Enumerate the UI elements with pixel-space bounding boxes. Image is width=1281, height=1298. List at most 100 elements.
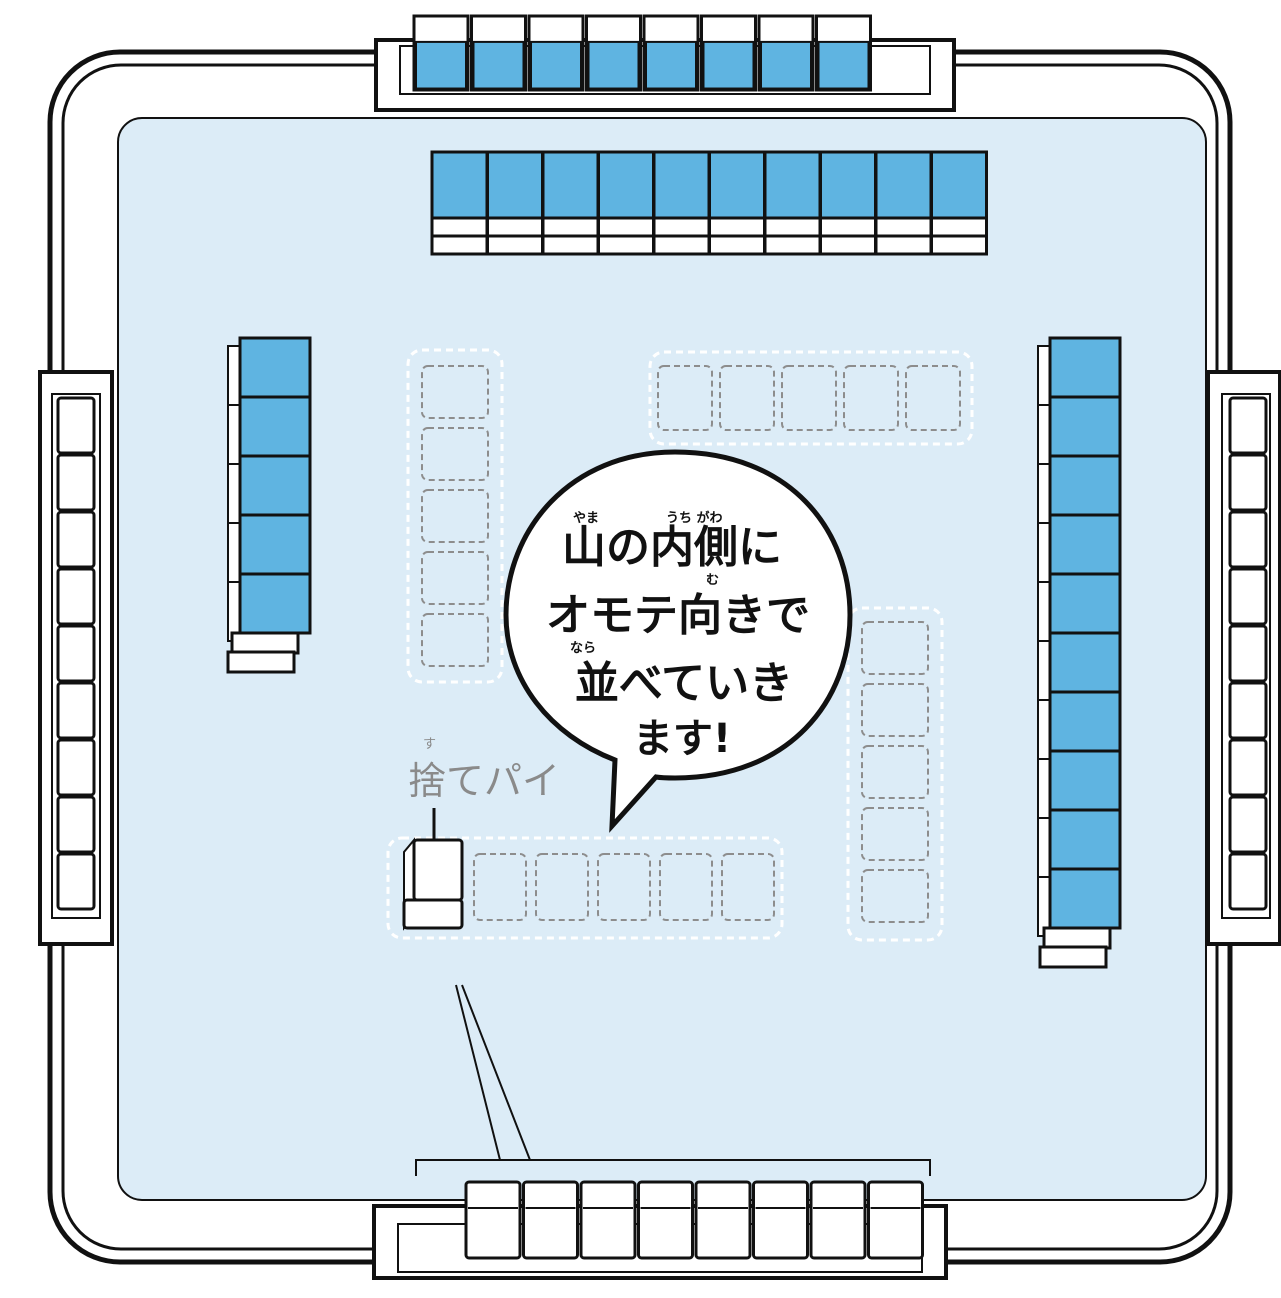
right-wall-tile <box>1037 572 1122 642</box>
discard-areas <box>386 348 974 942</box>
right-hand-tile <box>1228 510 1268 569</box>
right-hand-tile <box>1228 852 1268 911</box>
top-hand-tile <box>757 14 815 92</box>
right-hand-tile <box>1228 453 1268 512</box>
bottom-discard-slots <box>473 853 775 921</box>
callout-line-1: 山の内側に <box>562 522 782 573</box>
discard-label: す 捨てパイ <box>408 737 560 803</box>
left-hand-tile <box>56 795 96 854</box>
top-wall-tile <box>763 150 822 256</box>
left-wall-tile <box>227 572 312 642</box>
ruby-uchigawa: うち がわ <box>666 510 723 526</box>
right-wall-tile <box>1037 513 1122 583</box>
left-hand-tile <box>56 453 96 512</box>
discard-slot <box>861 683 929 737</box>
right-wall-tile <box>1037 749 1122 819</box>
top-hand-tile <box>815 14 872 92</box>
discarded-tile <box>402 837 464 931</box>
discard-slot <box>597 853 651 921</box>
top-hand-tile <box>642 14 700 92</box>
top-wall-tile <box>652 150 711 256</box>
ruby-mu: む <box>706 573 719 588</box>
discard-slot <box>473 853 527 921</box>
top-wall-tile <box>819 150 877 256</box>
right-wall-tile <box>1037 867 1122 937</box>
right-hand-tile <box>1228 624 1268 683</box>
right-wall-tile <box>1037 395 1122 465</box>
discard-slot <box>421 613 489 667</box>
bottom-hand-tile <box>694 1180 752 1260</box>
bottom-hand-tile <box>579 1180 637 1260</box>
right-hand-tile <box>1228 738 1268 797</box>
right-hand-tile <box>1228 396 1268 455</box>
discard-slot <box>657 365 713 431</box>
bottom-hand-tile <box>522 1180 579 1260</box>
right-wall-tile <box>1037 690 1122 760</box>
callout-line-3: 並べていき <box>575 658 793 709</box>
callout-line-4: ます! <box>633 716 731 762</box>
right-wall-tile <box>1037 808 1122 878</box>
top-hand-tile <box>412 14 470 92</box>
left-hand-tile <box>56 852 96 911</box>
discard-slot <box>535 853 589 921</box>
discard-slot <box>861 807 929 861</box>
discard-slot <box>421 489 489 543</box>
left-discard-slots <box>421 365 489 667</box>
top-wall-tile <box>541 150 600 256</box>
top-wall-tiles <box>430 150 988 256</box>
right-wall-tile <box>1037 454 1122 524</box>
left-wall-tiles <box>226 336 312 674</box>
left-wall-tile <box>227 336 312 406</box>
top-discard-slots <box>657 365 961 431</box>
right-hand-tile <box>1228 567 1268 626</box>
discard-slot <box>861 745 929 799</box>
discard-slot <box>719 365 775 431</box>
bottom-hand-tile <box>867 1180 924 1260</box>
right-discard-slots <box>861 621 929 923</box>
top-hand-tile <box>585 14 642 92</box>
top-hand-tile <box>700 14 757 92</box>
left-hand-tile <box>56 396 96 455</box>
discard-slot <box>421 427 489 481</box>
callout-text: やま うち がわ 山の内側に む オモテ向きで なら 並べていき ます! <box>546 510 810 762</box>
right-wall-tile <box>1037 336 1122 406</box>
right-wall-tiles <box>1037 336 1122 969</box>
bottom-hand-tile <box>637 1180 694 1260</box>
top-hand-tile <box>527 14 585 92</box>
left-hand-tile <box>56 681 96 740</box>
right-hand-tile <box>1228 795 1268 854</box>
discard-slot <box>721 853 775 921</box>
discard-slot <box>421 551 489 605</box>
speech-bubble <box>503 449 853 833</box>
ruby-nara: なら <box>570 641 596 656</box>
discard-slot <box>861 621 929 675</box>
left-wall-tile <box>227 513 312 583</box>
right-wall-tile <box>1037 631 1122 701</box>
discard-slot <box>781 365 837 431</box>
bottom-hand-tile <box>464 1180 522 1260</box>
discard-slot <box>905 365 961 431</box>
discard-slot <box>861 869 929 923</box>
left-hand-tile <box>56 624 96 683</box>
left-wall-tile <box>227 395 312 465</box>
bottom-hand-tiles <box>464 1180 924 1260</box>
left-hand-tiles <box>56 396 96 911</box>
left-hand-tile <box>56 738 96 797</box>
left-hand-tile <box>56 567 96 626</box>
top-wall-tile <box>708 150 766 256</box>
left-wall-tile <box>227 454 312 524</box>
top-wall-tile <box>486 150 544 256</box>
discard-label-ruby: す <box>423 737 436 752</box>
discard-slot <box>659 853 713 921</box>
top-wall-tile <box>930 150 988 256</box>
top-hand-tile <box>470 14 527 92</box>
discard-slot <box>421 365 489 419</box>
discard-label-text: 捨てパイ <box>408 759 560 803</box>
top-wall-tile <box>430 150 489 256</box>
top-wall-tile <box>597 150 655 256</box>
left-hand-tile <box>56 510 96 569</box>
right-hand-tiles <box>1228 396 1268 911</box>
bottom-hand-tile <box>752 1180 809 1260</box>
